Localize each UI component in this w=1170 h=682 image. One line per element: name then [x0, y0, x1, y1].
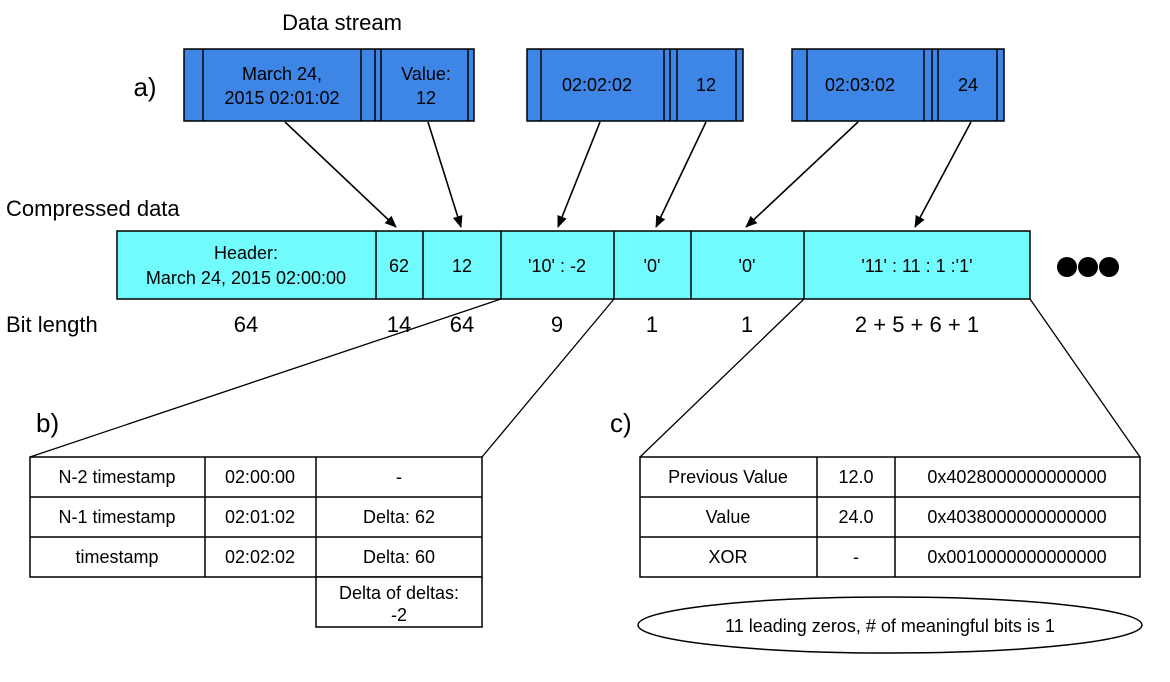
arrow-value2-to-xor	[655, 121, 707, 228]
table-cell: Previous Value	[668, 467, 788, 487]
table-cell: 0x4038000000000000	[927, 507, 1106, 527]
zoom-lines	[29, 298, 1141, 458]
bit-length-value: 9	[551, 312, 563, 337]
stream-block-2-value: 12	[696, 75, 716, 95]
section-a-label: a)	[133, 72, 156, 102]
table-cell: Delta: 62	[363, 507, 435, 527]
table-cell: XOR	[708, 547, 747, 567]
table-cell: 0x4028000000000000	[927, 467, 1106, 487]
stream-block-2-time: 02:02:02	[562, 75, 632, 95]
note-ellipse: 11 leading zeros, # of meaningful bits i…	[637, 596, 1143, 654]
stream-block-2: 02:02:02 12	[526, 48, 744, 122]
note-text: 11 leading zeros, # of meaningful bits i…	[725, 616, 1055, 636]
compressed-header-line2: March 24, 2015 02:00:00	[146, 268, 346, 288]
stream-block-3: 02:03:02 24	[791, 48, 1005, 122]
table-cell: 24.0	[838, 507, 873, 527]
table-cell: timestamp	[75, 547, 158, 567]
compressed-bar: Header: March 24, 2015 02:00:00 62 12 '1…	[116, 230, 1031, 300]
section-b-label: b)	[36, 408, 59, 438]
compressed-header-line1: Header:	[214, 243, 278, 263]
compressed-cell: '10' : -2	[528, 256, 586, 276]
bit-length-value: 1	[741, 312, 753, 337]
compressed-cell: 62	[389, 256, 409, 276]
stream-block-1-time-line1: March 24,	[242, 64, 322, 84]
table-cell: -	[853, 547, 859, 567]
table-cell: 02:00:00	[225, 467, 295, 487]
table-cell: -	[396, 467, 402, 487]
stream-block-1-value-line2: 12	[416, 88, 436, 108]
table-cell: N-2 timestamp	[58, 467, 175, 487]
arrow-time2-to-dod	[557, 121, 601, 228]
compressed-cell: '0'	[644, 256, 661, 276]
stream-arrows	[284, 121, 972, 228]
table-cell: N-1 timestamp	[58, 507, 175, 527]
delta-of-deltas-line2: -2	[391, 605, 407, 625]
bit-length-value: 2 + 5 + 6 + 1	[855, 312, 979, 337]
bit-length-label: Bit length	[6, 312, 98, 337]
table-cell: 02:02:02	[225, 547, 295, 567]
compressed-data-label: Compressed data	[6, 196, 180, 221]
table-b: N-2 timestamp 02:00:00 - N-1 timestamp 0…	[29, 456, 483, 628]
table-cell: 12.0	[838, 467, 873, 487]
table-cell: 02:01:02	[225, 507, 295, 527]
compressed-cell: '0'	[739, 256, 756, 276]
bit-length-value: 1	[646, 312, 658, 337]
stream-block-1: March 24, 2015 02:01:02 Value: 12	[183, 48, 475, 122]
table-c: Previous Value 12.0 0x4028000000000000 V…	[639, 456, 1141, 578]
stream-block-3-time: 02:03:02	[825, 75, 895, 95]
section-c-label: c)	[610, 408, 632, 438]
arrow-value3-to-xor	[914, 121, 972, 228]
stream-block-1-value-line1: Value:	[401, 64, 451, 84]
compressed-cell: 12	[452, 256, 472, 276]
table-cell: Delta: 60	[363, 547, 435, 567]
table-cell: 0x0010000000000000	[927, 547, 1106, 567]
delta-of-deltas-line1: Delta of deltas:	[339, 583, 459, 603]
arrow-time1-to-delta	[284, 121, 397, 228]
arrow-value1-to-value	[427, 121, 463, 228]
stream-block-1-time-line2: 2015 02:01:02	[224, 88, 339, 108]
bit-length-value: 64	[450, 312, 474, 337]
stream-block-3-value: 24	[958, 75, 978, 95]
data-stream-label: Data stream	[282, 10, 402, 35]
compressed-cell: '11' : 11 : 1 :'1'	[861, 256, 972, 276]
bit-lengths: 64 14 64 9 1 1 2 + 5 + 6 + 1	[234, 312, 979, 337]
table-cell: Value	[706, 507, 751, 527]
bit-length-value: 64	[234, 312, 258, 337]
more-dots-icon	[1057, 257, 1119, 277]
arrow-time3-to-dod	[745, 121, 859, 228]
